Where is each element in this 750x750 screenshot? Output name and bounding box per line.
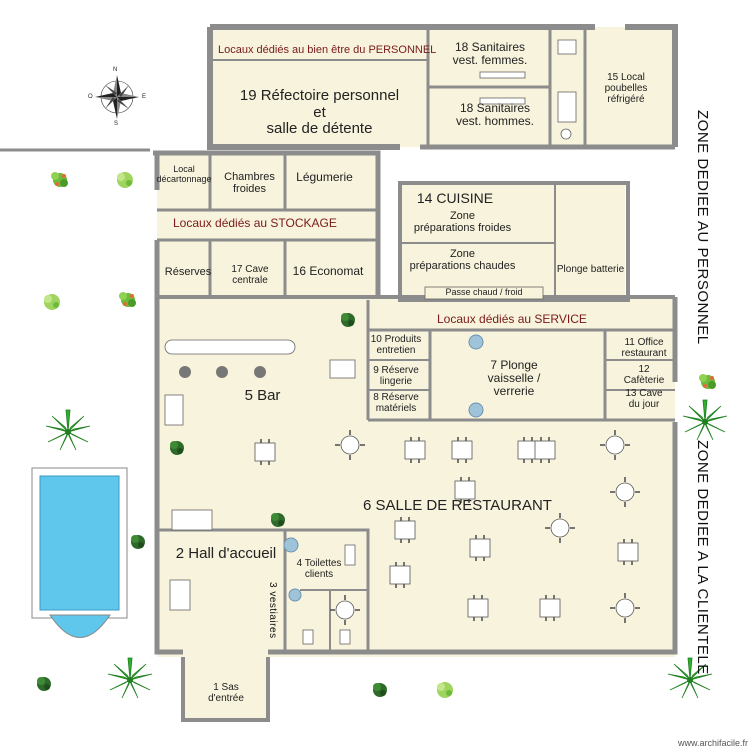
compass-e: E: [142, 94, 147, 100]
room-local-poubelles: 15 Local poubelles réfrigéré: [604, 72, 648, 105]
zone-clientele: ZONE DEDIEE A LA CLIENTELE: [694, 440, 711, 675]
room-chambres-froides: Chambres froides: [224, 171, 275, 196]
room-sanitaires-hommes: 18 Sanitaires vest. hommes.: [455, 101, 535, 129]
compass-rose-icon: [95, 75, 139, 119]
room-plonge-batterie: Plonge batterie: [556, 264, 625, 275]
room-vestiaires: 3 vestiaires: [267, 582, 278, 639]
room-refectoire: 19 Réfectoire personnel et salle de déte…: [239, 87, 400, 137]
room-plonge-vaisselle: 7 Plonge vaisselle / verrerie: [487, 358, 541, 399]
compass-s: S: [114, 121, 119, 127]
room-cave-jour: 13 Cave du jour: [625, 388, 663, 410]
room-legumerie: Légumerie: [296, 170, 353, 184]
room-sanitaires-femmes: 18 Sanitaires vest. femmes.: [452, 40, 528, 68]
room-produits-entretien: 10 Produits entretien: [370, 334, 422, 356]
compass-n: N: [113, 67, 118, 73]
room-reserve-lingerie: 9 Réserve lingerie: [373, 365, 419, 387]
banner-stockage: Locaux dédiés au STOCKAGE: [173, 216, 337, 230]
banner-personnel: Locaux dédiés au bien être du PERSONNEL: [218, 44, 437, 56]
room-hall: 2 Hall d'accueil: [175, 545, 277, 562]
door-markers: [283, 334, 484, 602]
room-cave-centrale: 17 Cave centrale: [231, 264, 269, 286]
swimming-pool: [31, 467, 128, 638]
room-passe: Passe chaud / froid: [445, 287, 523, 297]
room-decartonnage: Local décartonnage: [156, 164, 212, 184]
room-salle-restaurant: 6 SALLE DE RESTAURANT: [363, 497, 552, 514]
room-prep-froides: Zone préparations froides: [413, 210, 512, 235]
compass-o: O: [88, 94, 93, 100]
room-office-restaurant: 11 Office restaurant: [621, 337, 667, 359]
fixtures: [164, 39, 577, 645]
room-bar: 5 Bar: [244, 387, 281, 404]
bar-stools: [179, 366, 266, 378]
room-prep-chaudes: Zone préparations chaudes: [409, 248, 516, 273]
walls: [0, 24, 678, 722]
banner-service: Locaux dédiés au SERVICE: [437, 312, 587, 326]
room-cuisine: 14 CUISINE: [416, 190, 494, 206]
room-reserves: Réserves: [164, 266, 212, 278]
room-sas: 1 Sas d'entrée: [208, 682, 244, 704]
zone-personnel: ZONE DEDIEE AU PERSONNEL: [694, 110, 711, 345]
room-cafeterie: 12 Cafèterie: [623, 364, 665, 386]
room-toilettes: 4 Toilettes clients: [296, 558, 342, 580]
room-economat: 16 Economat: [292, 264, 364, 278]
room-reserve-materiels: 8 Réserve matériels: [373, 392, 419, 414]
watermark: www.archifacile.fr: [678, 738, 749, 748]
floors: [157, 27, 675, 719]
